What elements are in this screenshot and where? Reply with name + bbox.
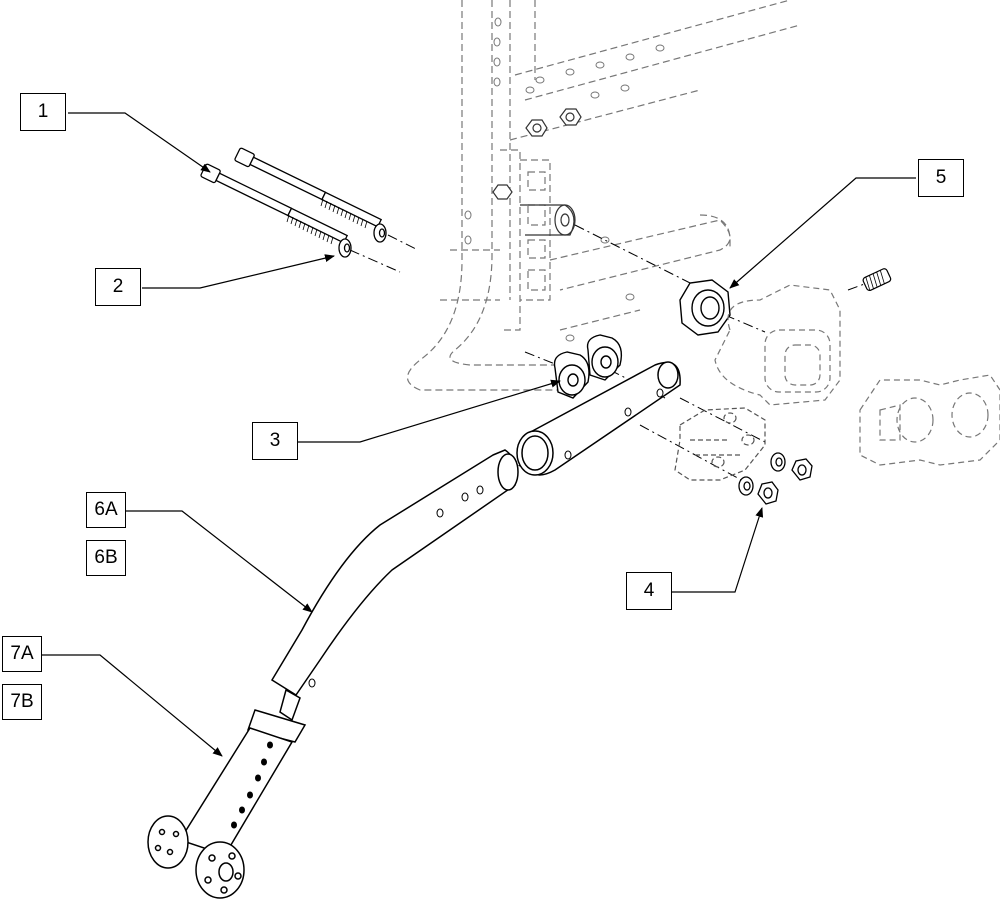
callout-4: 4 [626, 572, 672, 610]
bolt-threads [286, 198, 368, 245]
long-bolt [200, 147, 383, 244]
callout-6a: 6A [86, 492, 126, 528]
callout-3: 3 [252, 422, 298, 460]
callout-7a: 7A [2, 636, 42, 672]
frame-receiver-tube [520, 204, 576, 236]
spacer-bushing [553, 334, 623, 399]
callout-7b: 7B [2, 684, 42, 720]
callout-leaders [42, 112, 916, 757]
extension-holes [231, 741, 273, 829]
callout-6b: 6B [86, 540, 126, 576]
caster-housing-outline [714, 284, 1000, 466]
hex-nut [679, 279, 731, 336]
anti-tip-wheel-extension [178, 688, 307, 856]
frame-nuts [492, 108, 582, 200]
frame-holes [464, 17, 665, 342]
set-screw [862, 268, 892, 292]
callout-1: 1 [20, 93, 66, 131]
anti-tip-wheel [147, 815, 245, 899]
callout-2: 2 [95, 268, 141, 306]
tube-holes [308, 388, 664, 688]
wheelchair-frame-outline [406, 0, 801, 391]
anti-tip-tube [270, 361, 681, 697]
washer [338, 223, 387, 258]
lock-nut-washer [738, 452, 813, 505]
mounting-clamp [674, 407, 766, 481]
callout-5: 5 [918, 159, 964, 197]
